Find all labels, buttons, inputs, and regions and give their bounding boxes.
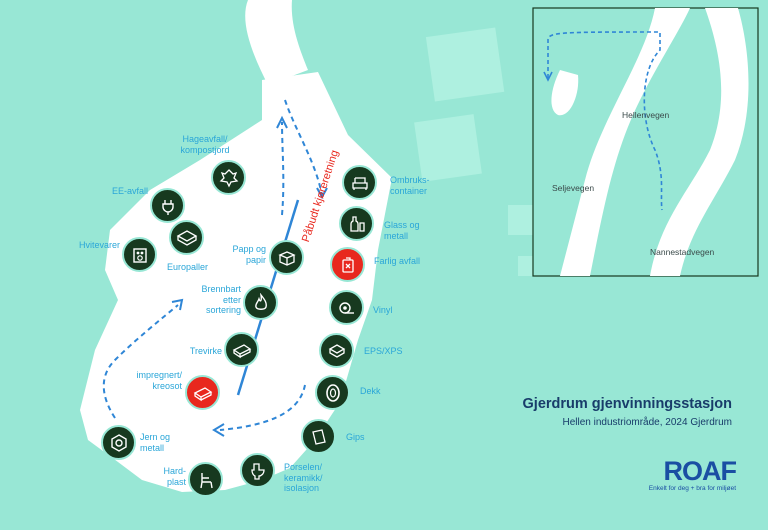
label-farlig: Farlig avfall xyxy=(374,256,421,266)
inset-site xyxy=(551,70,579,116)
station-porselen[interactable] xyxy=(240,453,275,488)
hazard-can-icon xyxy=(341,256,354,273)
arrow-head xyxy=(276,115,288,129)
label-vinyl: Vinyl xyxy=(373,305,393,315)
box-icon xyxy=(277,250,296,266)
logo-wordmark: ROAF xyxy=(663,456,738,486)
station-vinyl[interactable] xyxy=(329,290,364,325)
label-porselen: Porselen/ keramikk/ isolasjon xyxy=(284,462,323,493)
station-gips[interactable] xyxy=(301,419,336,454)
bottle-icon xyxy=(349,215,365,232)
station-papp[interactable] xyxy=(269,240,304,275)
chair-icon xyxy=(199,472,213,488)
station-dekk[interactable] xyxy=(315,375,350,410)
plank-icon xyxy=(232,343,251,358)
label-jern: Jern og metall xyxy=(140,432,171,453)
inset-road-hellenvegen xyxy=(650,8,749,276)
roaf-logo: ROAF Enkelt for deg + bra for miljøet xyxy=(630,456,738,493)
flame-icon xyxy=(254,292,267,310)
station-hardplast[interactable] xyxy=(188,462,223,497)
route-bottom xyxy=(219,384,306,431)
station-ee-avfall[interactable] xyxy=(150,188,185,223)
logo-tagline: Enkelt for deg + bra for miljøet xyxy=(648,485,736,492)
building xyxy=(425,27,505,102)
station-eps[interactable] xyxy=(319,333,354,368)
arrow-head xyxy=(212,423,225,437)
label-papp: Papp og papir xyxy=(232,244,266,265)
inset-route xyxy=(547,31,663,211)
station-impregnert[interactable] xyxy=(185,375,220,410)
leaf-icon xyxy=(219,168,238,187)
site-area xyxy=(80,72,392,492)
tire-icon xyxy=(325,383,340,402)
label-brennbart: Brennbart etter sortering xyxy=(201,284,241,315)
arrow-head xyxy=(316,187,328,200)
label-ee-avfall: EE-avfall xyxy=(111,186,148,196)
label-gips: Gips xyxy=(346,432,365,442)
foam-icon xyxy=(328,343,345,358)
page-title: Gjerdrum gjenvinningsstasjon xyxy=(522,396,732,412)
station-hageavfall[interactable] xyxy=(211,160,246,195)
inset-road-seljevegen xyxy=(560,8,690,276)
label-europaller: Europaller xyxy=(166,262,209,272)
page-subtitle: Hellen industriområde, 2024 Gjerdrum xyxy=(562,417,732,428)
station-hvitevarer[interactable] xyxy=(122,237,157,272)
label-glass: Glass og metall xyxy=(384,220,420,241)
label-dekk: Dekk xyxy=(360,386,381,396)
arrow-head xyxy=(543,71,553,82)
label-ombruk: Ombruks- container xyxy=(390,175,430,196)
label-impregnert: impregnert/ kreosot xyxy=(136,370,182,391)
station-glass[interactable] xyxy=(339,206,374,241)
station-trevirke[interactable] xyxy=(224,332,259,367)
station-ombruk[interactable] xyxy=(342,165,377,200)
pallet-icon xyxy=(176,229,197,246)
armchair-icon xyxy=(351,176,368,190)
station-brennbart[interactable] xyxy=(243,285,278,320)
road-label-hellenvegen: Hellenvegen xyxy=(622,110,670,120)
label-eps: EPS/XPS xyxy=(364,346,403,356)
toilet-icon xyxy=(250,462,265,480)
treated-wood-icon xyxy=(193,386,212,401)
label-trevirke: Trevirke xyxy=(189,346,222,356)
road-label-nannestadvegen: Nannestadvegen xyxy=(650,247,715,257)
station-jern[interactable] xyxy=(101,425,136,460)
station-europaller[interactable] xyxy=(169,220,204,255)
board-icon xyxy=(311,428,326,445)
label-hageavfall: Hageavfall/ kompostjord xyxy=(180,134,230,155)
roll-icon xyxy=(338,301,354,314)
station-farlig[interactable] xyxy=(330,247,365,282)
route-in xyxy=(284,99,323,196)
plug-icon xyxy=(161,199,174,215)
stove-icon xyxy=(132,247,147,263)
route-up xyxy=(281,121,285,216)
label-hardplast: Hard- plast xyxy=(163,466,186,487)
route-left xyxy=(102,304,179,419)
label-hvitevarer: Hvitevarer xyxy=(78,240,120,250)
nut-icon xyxy=(110,433,127,452)
arrow-head xyxy=(171,298,184,311)
building xyxy=(414,114,482,182)
road-label-seljevegen: Seljevegen xyxy=(552,183,595,193)
access-road xyxy=(245,0,308,85)
